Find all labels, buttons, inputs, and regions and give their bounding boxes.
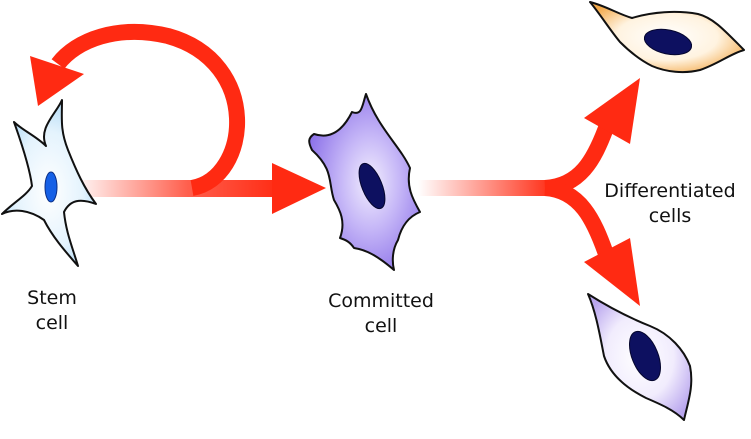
stem-to-committed-arrow (72, 163, 326, 214)
stem-cell-label-line1: Stem (27, 287, 77, 309)
committed-cell (308, 93, 421, 271)
differentiated-cells-label-line2: cells (648, 205, 692, 227)
stem-cell-label: Stem cell (6, 286, 98, 336)
stem-cell (1, 99, 97, 267)
self-renewal-arrow-head (30, 56, 84, 106)
differentiated-cells-label: Differentiated cells (590, 179, 750, 229)
branch-arrow-lower-head (584, 238, 640, 306)
self-renewal-arrow-shaft (51, 23, 246, 196)
committed-cell-label: Committed cell (306, 289, 456, 339)
branch-arrow-lower-shaft (544, 180, 614, 257)
branch-arrow-stem (418, 180, 554, 196)
differentiated-cell-orange (589, 1, 745, 74)
stem-to-committed-arrow-shaft (72, 180, 282, 197)
self-renewal-arrow (30, 23, 246, 196)
stem-cell-label-line2: cell (35, 312, 69, 334)
stem-cell-nucleus (44, 171, 58, 203)
committed-to-differentiated-arrows (418, 78, 640, 306)
committed-cell-label-line2: cell (364, 315, 398, 337)
branch-arrow-upper-head (584, 78, 640, 144)
differentiated-cell-lavender (587, 293, 693, 421)
differentiated-cell-lavender-nucleus (629, 330, 661, 382)
differentiated-cell-orange-nucleus (643, 28, 693, 56)
stem-to-committed-arrow-head (272, 163, 326, 214)
differentiated-cells-label-line1: Differentiated (604, 180, 736, 202)
committed-cell-label-line1: Committed (328, 290, 434, 312)
committed-cell-nucleus (358, 162, 386, 210)
